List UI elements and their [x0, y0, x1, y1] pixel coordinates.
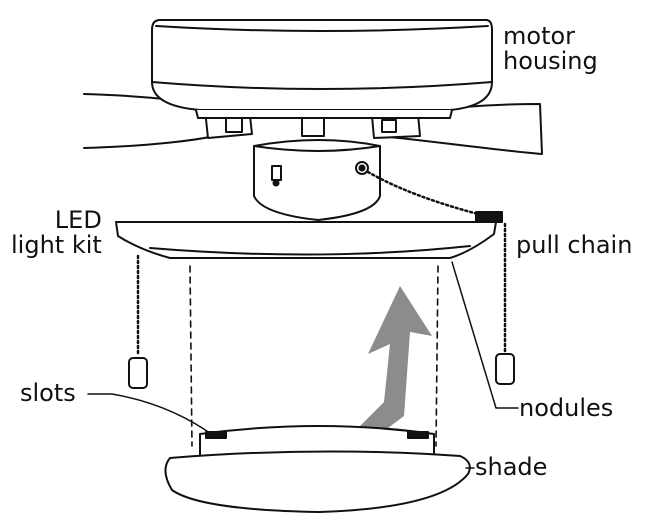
alignment-guide-left	[189, 265, 193, 447]
nodules-leader	[451, 261, 519, 409]
motor-housing-label: motor housing	[503, 22, 598, 75]
pull-chain-left	[128, 254, 148, 389]
led-light-kit-label: LED light kit	[11, 206, 102, 259]
fan-chain	[366, 170, 480, 216]
led-light-kit	[115, 211, 503, 259]
pull-chain-right	[495, 222, 515, 385]
switch-housing	[253, 117, 381, 221]
slots-leader	[87, 393, 215, 437]
pull-chain-label: pull chain	[516, 231, 633, 259]
slots-label: slots	[20, 379, 76, 407]
alignment-guide-right	[435, 265, 439, 447]
shade-label: shade	[475, 453, 548, 481]
motor-housing	[151, 19, 493, 119]
install-arrow	[350, 286, 432, 440]
nodules-label: nodules	[519, 394, 614, 422]
shade	[164, 425, 471, 513]
